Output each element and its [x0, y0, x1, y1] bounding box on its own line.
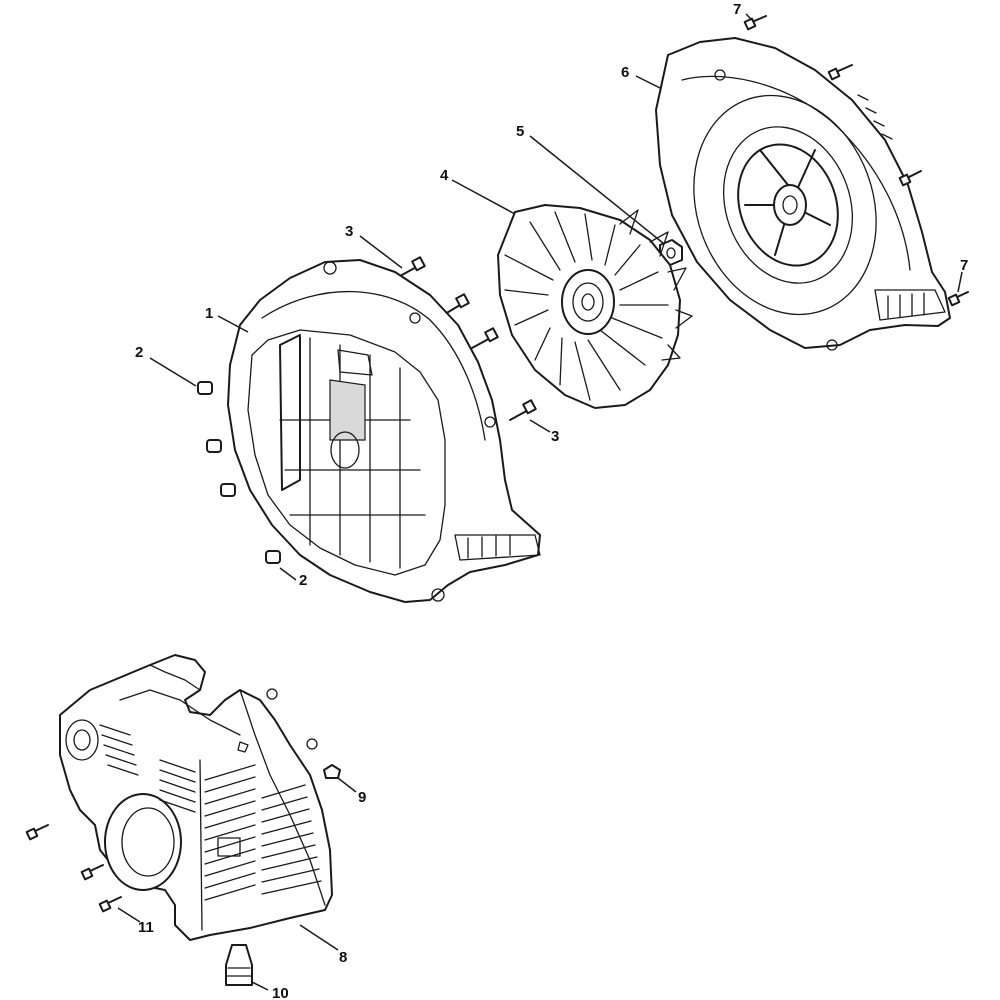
callout-2-upper: 2: [135, 344, 143, 361]
part-6-housing-rear: [655, 37, 951, 351]
callout-7-top: 7: [733, 1, 741, 18]
leader-lines: [117, 13, 963, 991]
callout-4: 4: [440, 167, 449, 184]
callout-9: 9: [358, 789, 366, 806]
callout-8: 8: [339, 949, 347, 966]
part-2-plugs: [197, 381, 281, 564]
part-10-rubber-foot: [225, 944, 253, 986]
callout-6: 6: [621, 64, 629, 81]
part-11-screws: [25, 824, 122, 913]
callout-3-lower: 3: [551, 428, 559, 445]
callout-5: 5: [516, 123, 524, 140]
part-8-engine-cover: [59, 654, 333, 941]
part-9-grommet: [323, 764, 341, 779]
part-4-fan-impeller: [497, 204, 693, 409]
callout-3-upper: 3: [345, 223, 353, 240]
part-1-housing-front: [227, 259, 541, 603]
callout-10: 10: [272, 985, 289, 1000]
part-7-screws: [743, 15, 969, 307]
callout-labels: 1 2 2 3 3 4 5 6 7 7 8 9 10 11: [135, 1, 968, 1000]
callout-7-right: 7: [960, 257, 968, 274]
part-3-screws: [399, 256, 537, 421]
callout-1: 1: [205, 305, 213, 322]
callout-2-lower: 2: [299, 572, 307, 589]
callout-11: 11: [138, 919, 154, 936]
